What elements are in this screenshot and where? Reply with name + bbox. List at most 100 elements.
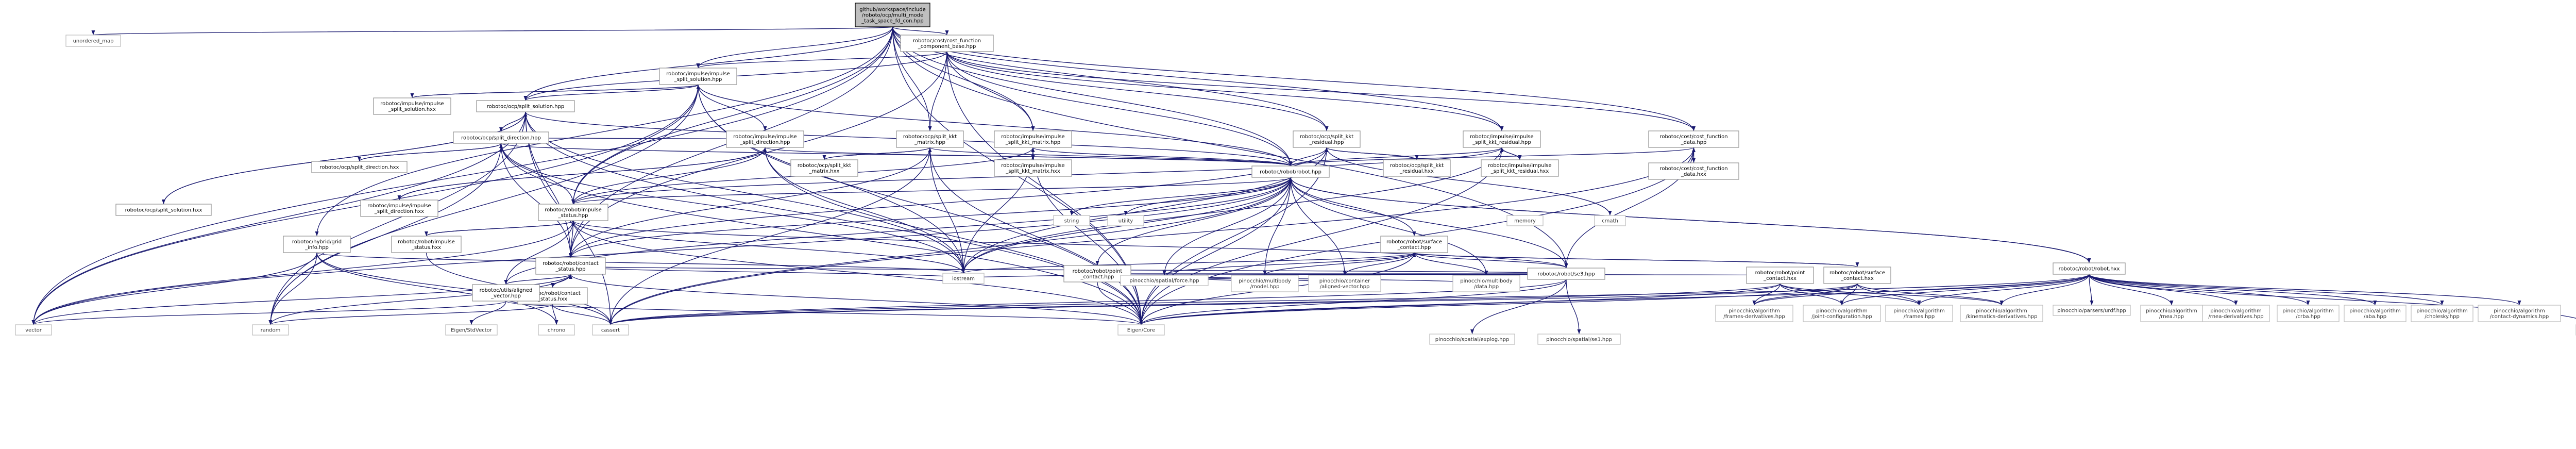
edge-robot_hxx-to-pin_frames bbox=[1917, 274, 2090, 306]
node-label: robotoc/ocp/split_kkt bbox=[903, 134, 957, 140]
node-label: /model.hpp bbox=[1250, 284, 1280, 290]
edge-point_contact_hxx-to-point_contact_hpp bbox=[1097, 273, 1781, 279]
node-aligned-vector[interactable]: robotoc/utils/aligned_vector.hpp bbox=[472, 284, 540, 302]
node-ocp-split-kkt-matrix-hpp[interactable]: robotoc/ocp/split_kkt_matrix.hpp bbox=[896, 130, 964, 148]
node-robot-hpp[interactable]: robotoc/robot/robot.hpp bbox=[1251, 165, 1330, 178]
edge-root-to-impulse_split_kkt_matrix_hpp bbox=[892, 26, 1035, 131]
node-label: robotoc/impulse/impulse bbox=[380, 101, 444, 107]
edge-cost_function_component_base-to-ocp_split_kkt_matrix_hpp bbox=[928, 51, 947, 131]
edge-se3_hpp-to-eigen_core bbox=[1139, 279, 1567, 325]
node-label: cassert bbox=[601, 328, 620, 334]
node-box bbox=[1960, 305, 2043, 322]
node-label: robotoc/robot/se3.hpp bbox=[1537, 272, 1595, 277]
edge-ocp_split_solution_hpp-to-random bbox=[268, 111, 526, 325]
node-ocp-split-kkt-residual-hxx[interactable]: robotoc/ocp/split_kkt_residual.hxx bbox=[1383, 159, 1451, 177]
node-box bbox=[2053, 305, 2131, 316]
edge-robot_hpp-to-eigen_core bbox=[1139, 177, 1291, 325]
node-box bbox=[1803, 305, 1881, 322]
node-ocp-split-direction-hpp[interactable]: robotoc/ocp/split_direction.hpp bbox=[453, 131, 549, 144]
node-label: robotoc/impulse/impulse bbox=[1001, 163, 1064, 169]
node-impulse-split-kkt-matrix-hxx[interactable]: robotoc/impulse/impulse_split_kkt_matrix… bbox=[994, 159, 1072, 177]
edge-surface_contact_hxx-to-eigen_core bbox=[1139, 283, 1858, 325]
node-ocp-split-direction-hxx[interactable]: robotoc/ocp/split_direction.hxx bbox=[311, 161, 408, 173]
node-label: pinocchio/algorithm bbox=[1816, 308, 1867, 314]
edge-ocp_split_direction_hpp-to-iostream bbox=[500, 143, 965, 274]
node-ocp-split-solution-hpp[interactable]: robotoc/ocp/split_solution.hpp bbox=[476, 100, 575, 112]
edge-root-to-unordered_map bbox=[92, 26, 893, 36]
node-label: /aligned-vector.hpp bbox=[1320, 284, 1370, 290]
node-hybrid-grid-info[interactable]: robotoc/hybrid/grid_info.hpp bbox=[283, 236, 351, 253]
node-impulse-status-hpp[interactable]: robotoc/robot/impulse_status.hpp bbox=[538, 204, 608, 221]
node-label: pinocchio/algorithm bbox=[1976, 308, 2027, 314]
node-box bbox=[2053, 262, 2126, 275]
node-box bbox=[1506, 215, 1544, 226]
node-box bbox=[1527, 268, 1605, 280]
edge-ocp_split_kkt_residual_hpp-to-robot_hpp bbox=[1289, 147, 1327, 167]
node-box bbox=[896, 130, 964, 148]
node-label: _data.hpp bbox=[1681, 140, 1707, 145]
node-surface-contact-hxx[interactable]: robotoc/robot/surface_contact.hxx bbox=[1823, 267, 1891, 284]
node-label: github/workspace/include bbox=[859, 7, 926, 13]
node-box bbox=[994, 159, 1072, 177]
node-label: robotoc/ocp/split_kkt bbox=[1300, 134, 1353, 140]
edge-cost_function_component_base-to-impulse_split_kkt_residual_hpp bbox=[946, 51, 1504, 131]
node-ocp-split-kkt-residual-hpp[interactable]: robotoc/ocp/split_kkt_residual.hpp bbox=[1293, 130, 1361, 148]
node-box bbox=[1648, 162, 1739, 180]
node-label: Eigen/Core bbox=[1127, 328, 1155, 334]
node-box bbox=[1823, 267, 1891, 284]
node-ocp-split-kkt-matrix-hxx[interactable]: robotoc/ocp/split_kkt_matrix.hxx bbox=[790, 159, 858, 177]
edge-point_contact_hxx-to-pin_joint_configuration bbox=[1780, 283, 1844, 306]
node-robot-hxx[interactable]: robotoc/robot/robot.hxx bbox=[2053, 262, 2126, 275]
node-label: _residual.hxx bbox=[1399, 169, 1434, 174]
node-root[interactable]: github/workspace/include/roboto/ocp/mult… bbox=[855, 3, 930, 27]
node-box bbox=[391, 236, 462, 253]
edge-robot_hpp-to-string bbox=[1070, 177, 1291, 216]
edge-robot_hpp-to-pin_data bbox=[1290, 177, 1488, 276]
node-impulse-split-direction-hpp[interactable]: robotoc/impulse/impulse_split_direction.… bbox=[726, 130, 804, 148]
node-impulse-status-hxx[interactable]: robotoc/robot/impulse_status.hxx bbox=[391, 236, 462, 253]
edge-root-to-impulse_status_hpp bbox=[571, 26, 893, 205]
node-impulse-split-kkt-residual-hxx[interactable]: robotoc/impulse/impulse_split_kkt_residu… bbox=[1481, 159, 1559, 177]
edge-robot_hxx-to-pin_kinematics_derivatives bbox=[1999, 274, 2090, 306]
edge-impulse_status_hpp-to-eigen_core bbox=[572, 220, 1143, 325]
node-label: unordered_map bbox=[73, 39, 114, 44]
node-label: robotoc/robot/surface bbox=[1386, 239, 1442, 245]
node-label: memory bbox=[1514, 219, 1536, 224]
node-label: pinocchio/spatial/se3.hpp bbox=[1546, 337, 1612, 343]
edge-robot_hpp-to-surface_contact_hpp bbox=[1290, 177, 1416, 237]
node-pin-explog: pinocchio/spatial/explog.hpp bbox=[1429, 334, 1515, 345]
node-ocp-split-solution-hxx[interactable]: robotoc/ocp/split_solution.hxx bbox=[115, 204, 212, 216]
node-impulse-split-solution-hpp[interactable]: robotoc/impulse/impulse_split_solution.h… bbox=[659, 68, 737, 85]
node-box bbox=[65, 35, 121, 47]
node-impulse-split-kkt-matrix-hpp[interactable]: robotoc/impulse/impulse_split_kkt_matrix… bbox=[994, 130, 1072, 148]
node-cost-function-component-base[interactable]: robotoc/cost/cost_function_component_bas… bbox=[900, 35, 994, 52]
node-pin-data: pinocchio/multibody/data.hpp bbox=[1452, 275, 1520, 292]
node-label: /aba.hpp bbox=[2364, 314, 2386, 320]
node-label: cmath bbox=[1602, 219, 1618, 224]
node-box bbox=[1594, 215, 1626, 226]
node-cassert: cassert bbox=[592, 324, 629, 336]
node-se3-hpp[interactable]: robotoc/robot/se3.hpp bbox=[1527, 268, 1605, 280]
node-cost-function-data-hpp[interactable]: robotoc/cost/cost_function_data.hpp bbox=[1648, 130, 1739, 148]
edge-ocp_split_solution_hpp-to-eigen_core bbox=[525, 111, 1143, 325]
node-cost-function-data-hxx[interactable]: robotoc/cost/cost_function_data.hxx bbox=[1648, 162, 1739, 180]
node-point-contact-hpp[interactable]: robotoc/robot/point_contact.hpp bbox=[1063, 265, 1131, 282]
edge-cost_function_component_base-to-cost_function_data_hpp bbox=[946, 51, 1696, 131]
node-label: _status.hpp bbox=[555, 267, 586, 272]
node-box bbox=[1463, 130, 1541, 148]
edge-surface_contact_hxx-to-surface_contact_hpp bbox=[1413, 252, 1858, 268]
node-surface-contact-hpp[interactable]: robotoc/robot/surface_contact.hpp bbox=[1380, 236, 1448, 253]
node-box bbox=[445, 324, 498, 336]
node-box bbox=[360, 199, 438, 217]
node-contact-status-hpp[interactable]: robotoc/robot/contact_status.hpp bbox=[535, 257, 606, 275]
node-impulse-split-direction-hxx[interactable]: robotoc/impulse/impulse_split_direction.… bbox=[360, 199, 438, 217]
node-pin-contact-dynamics: pinocchio/algorithm/contact-dynamics.hpp bbox=[2478, 305, 2561, 322]
edge-impulse_split_direction_hpp-to-robot_hpp bbox=[765, 147, 1292, 167]
node-impulse-split-solution-hxx[interactable]: robotoc/impulse/impulse_split_solution.h… bbox=[373, 97, 451, 115]
node-label: robotoc/ocp/split_solution.hxx bbox=[125, 208, 202, 213]
node-impulse-split-kkt-residual-hpp[interactable]: robotoc/impulse/impulse_split_kkt_residu… bbox=[1463, 130, 1541, 148]
node-label: robotoc/cost/cost_function bbox=[913, 38, 981, 44]
edge-layer bbox=[31, 26, 2576, 335]
node-point-contact-hxx[interactable]: robotoc/robot/point_contact.hxx bbox=[1746, 267, 1814, 284]
